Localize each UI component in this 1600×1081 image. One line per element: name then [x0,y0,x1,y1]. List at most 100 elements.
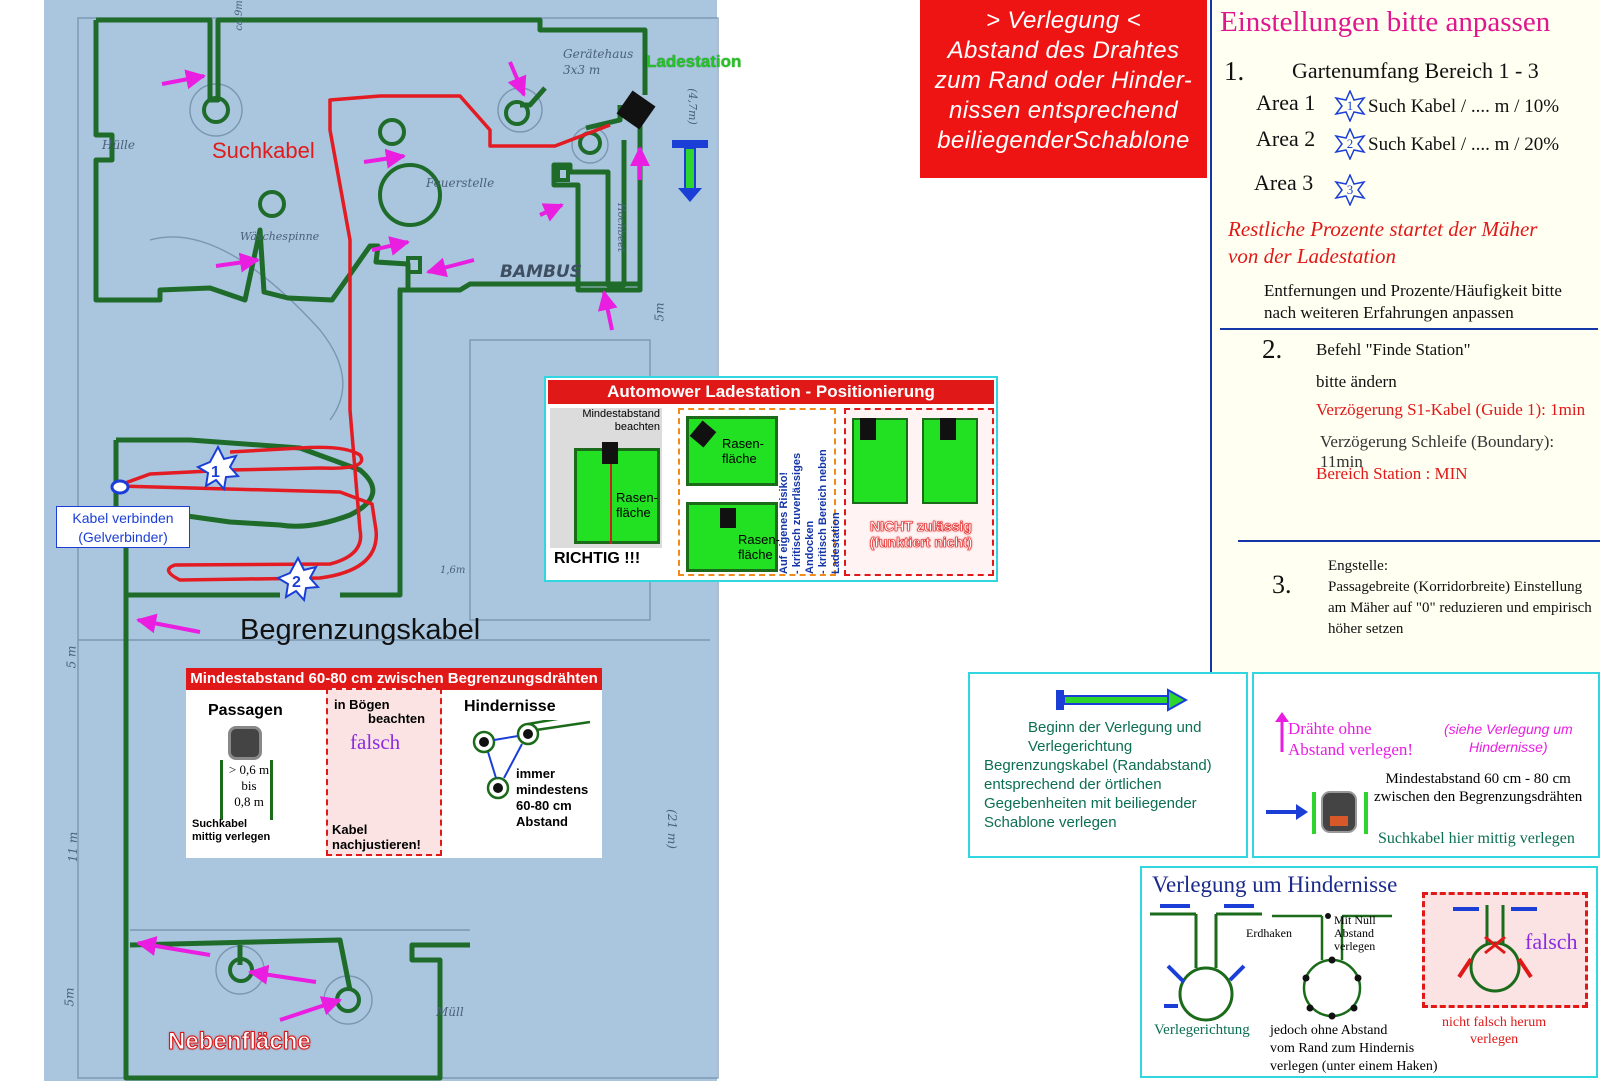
station-inset-title: Automower Ladestation - Positionierung [548,380,994,404]
rasen-text: Rasen- fläche [738,532,780,562]
nicht-falsch-text: nicht falsch herum verlegen [1442,1014,1546,1048]
star-number: 2 [1346,136,1354,151]
boundary-wire [93,17,648,1081]
mindest-text: Mindestabstand beachten [570,408,660,434]
sketch-label-geraetehaus: Gerätehaus 3x3 m [563,46,633,78]
passagen-label: Passagen [208,702,283,719]
distance-inset-title: Mindestabstand 60-80 cm zwischen Begrenz… [186,668,602,690]
text-line: Verlegerichtung [1028,738,1133,755]
verlegung-header: > Verlegung < Abstand des Drahtes zum Ra… [920,0,1207,178]
mindestabstand-text: Mindestabstand 60 cm - 80 cm zwischen de… [1374,770,1582,806]
falsch-diagram [1453,905,1537,993]
area-3-star-icon: 3 [1334,174,1366,206]
wire-left [220,760,223,820]
text-line: am Mäher auf "0" reduzieren und empirisc… [1328,600,1592,616]
sketch-label-dim5m-a: 5m [652,302,667,322]
text-line: Passagebreite (Korridorbreite) Einstellu… [1328,579,1583,595]
hindernisse-label: Hindernisse [464,698,556,715]
rasen-text: Rasen- fläche [722,436,764,466]
star-number: 1 [1346,98,1354,113]
station-icon [720,508,736,528]
rasen-text: Rasen- fläche [616,490,658,520]
start-direction-marker [672,140,708,202]
text-line: nach weiteren Erfahrungen anpassen [1264,303,1514,322]
text-line: nicht falsch herum [1442,1015,1547,1030]
begrenzungskabel-label: Begrenzungskabel [240,614,481,646]
sketch-text: 3x3 m [563,63,601,77]
text-line: 60-80 cm [516,798,572,813]
wire-connector-icon [110,479,130,495]
distance-text: > 0,6 m bis 0,8 m [226,762,272,810]
richtig-panel: Mindestabstand beachten Rasen- fläche [550,408,662,548]
text-line: beachten [368,711,426,726]
text-line: nachjustieren! [332,837,421,852]
distance-inset: Mindestabstand 60-80 cm zwischen Begrenz… [186,668,602,858]
entfernungen-note: Entfernungen und Prozente/Häufigkeit bit… [1264,280,1562,324]
text-line: > 0,6 m [228,762,270,777]
text-line: Mindestabstand [582,408,660,420]
sketch-label-huelle: Hülle [102,138,135,152]
erdhaken-diagram [1272,913,1392,1020]
charging-station-icon [616,90,656,130]
header-line: beiliegenderSchablone [937,127,1190,154]
header-line: Abstand des Drahtes [947,37,1180,64]
text-line: verlegen [1469,1032,1519,1047]
sketch-label-dim5m: 5 m [64,645,79,669]
sketch-label-dim16: 1,6m [440,565,466,576]
befehl-text: Befehl "Finde Station" [1316,340,1471,359]
kabel-verbinden-note: Kabel verbinden (Gelverbinder) [56,506,190,548]
station-icon [860,418,876,440]
section-1-title: Gartenumfang Bereich 1 - 3 [1292,58,1539,83]
sketch-text: Gerätehaus [563,47,634,61]
hindernisse-diagram [472,720,591,800]
star-number: 3 [1346,182,1354,197]
sketch-label-dim11m: 11 m [66,831,81,863]
text-line: von der Ladestation [1228,244,1396,268]
text-line: Abstand [516,814,568,829]
area-2-label: Area 2 [1256,126,1316,151]
wire-arrow-icon [1275,712,1289,752]
siehe-text: (siehe Verlegung um Hindernisse) [1444,720,1573,756]
text-line: beachten [614,421,660,433]
text-line: (funktiert nicht) [869,534,973,551]
area-1-star-icon: 1 [1334,90,1366,122]
text-line: fläche [616,505,651,520]
guide-line [610,464,612,544]
divider [1220,328,1598,330]
text-line: höher setzen [1328,621,1404,637]
wire-right [270,760,273,820]
falsch-panel: falsch [1422,892,1588,1008]
garden-plan [77,17,719,1081]
text-line: fläche [722,451,757,466]
text-line: Schablone verlegen [984,814,1117,831]
text-line: Mindestabstand 60 cm - 80 cm [1385,771,1571,787]
text-line: NICHT zulässig [870,518,973,535]
boegen-panel: in Bögen beachten falsch Kabel nachjusti… [326,688,442,856]
suchkabel-mittig-text: Suchkabel mittig verlegen [192,818,270,844]
text-line: Rasen- [722,436,764,451]
text-line: Entfernungen und Prozente/Häufigkeit bit… [1264,281,1562,300]
ladestation-label: Ladestation [646,52,742,71]
sketch-label-hochbeet: Hochbeet [615,202,627,253]
text-line: Abstand [1334,926,1374,940]
suchkabel-label: Suchkabel [212,138,315,163]
text-line: 0,8 m [234,794,264,809]
text-line: vom Rand zum Hindernis [1270,1041,1415,1056]
nicht-text: NICHT zulässig (funktiert nicht) [856,518,986,551]
text-line: Drähte ohne [1288,719,1372,738]
text-line: jedoch ohne Abstand [1270,1023,1388,1038]
verlegerichtung-label: Verlegerichtung [1154,1022,1250,1038]
area-star-1 [195,444,241,492]
text-line: Beginn der Verlegung und [1028,719,1202,736]
start-arrow-icon [1056,688,1188,712]
engstelle-text: Engstelle: Passagebreite (Korridorbreite… [1328,556,1592,640]
area-star-2 [275,555,321,603]
boegen-text: in Bögen beachten [334,698,425,726]
entry-arrows [136,61,650,1022]
text-line: mindestens [516,782,589,797]
note-line: (Gelverbinder) [78,529,168,545]
area-station-text: Bereich Station : MIN [1316,464,1468,483]
text-line: - kritisch Bereich neben Ladestation [817,449,842,574]
falsch-label: falsch [350,730,401,754]
rest-prozent-text: Restliche Prozente startet der Mäher von… [1228,216,1537,270]
